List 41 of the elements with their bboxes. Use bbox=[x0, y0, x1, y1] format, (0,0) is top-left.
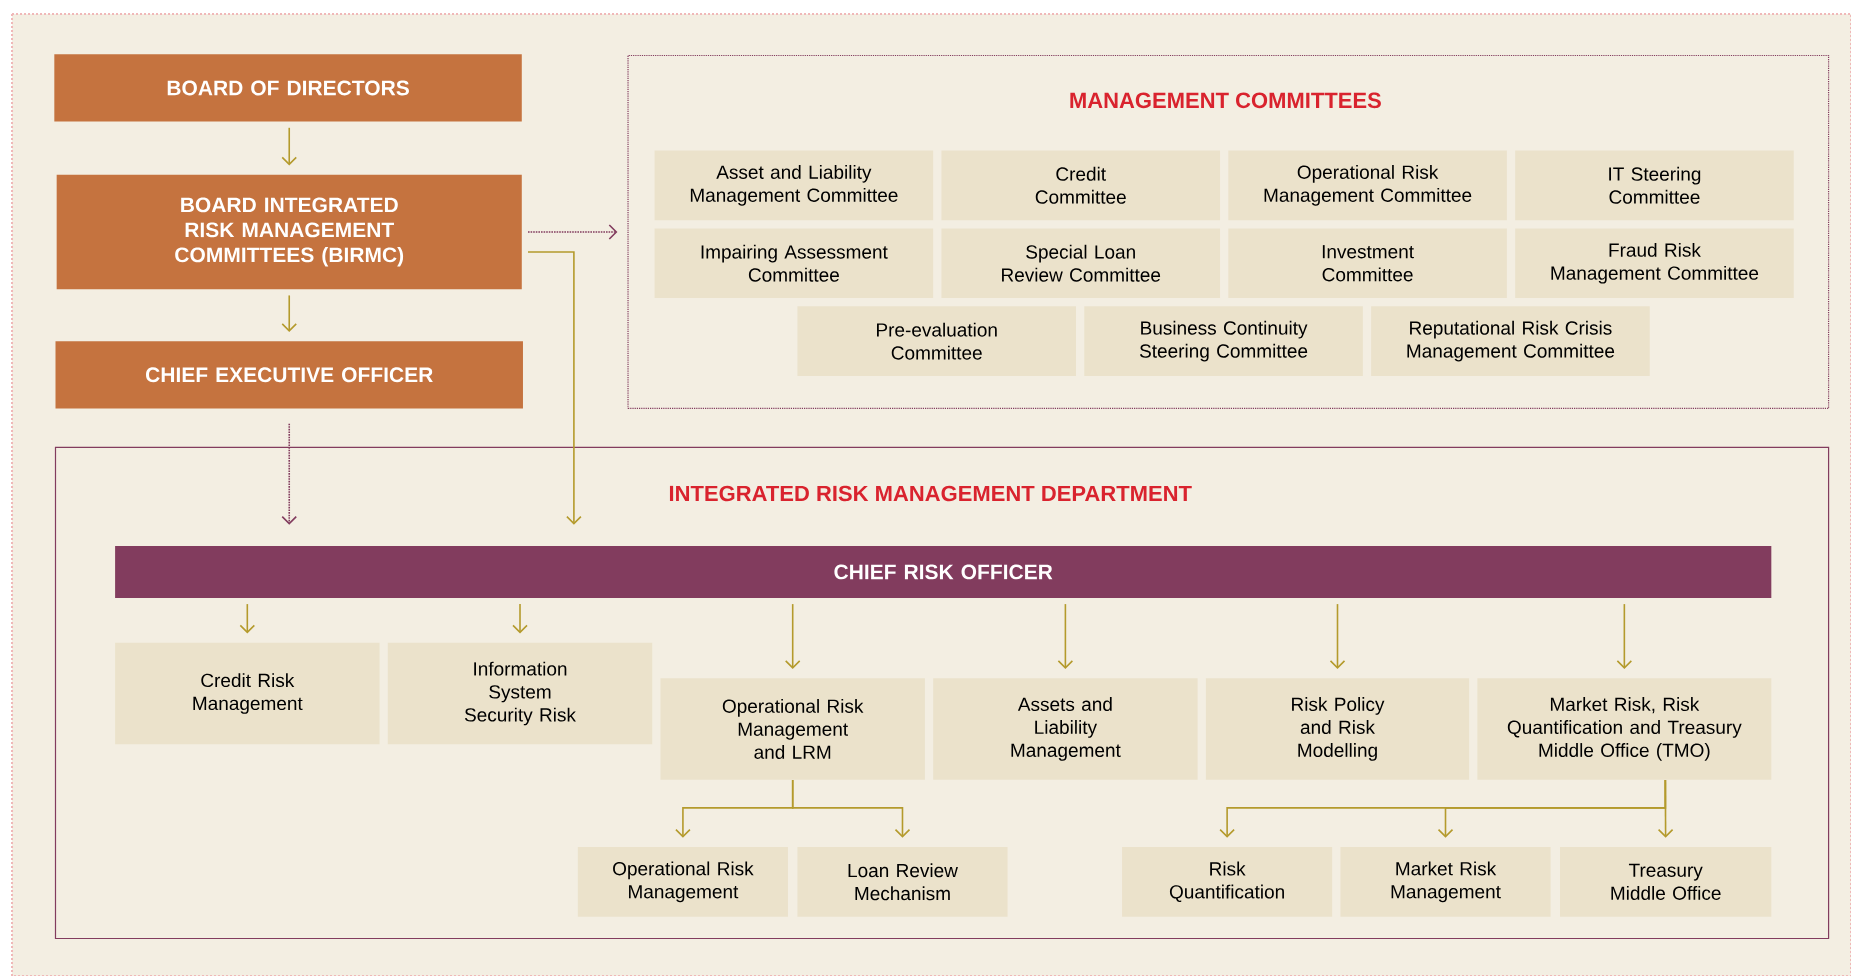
unit-box: Credit Committee bbox=[941, 150, 1221, 221]
unit-box: Business Continuity Steering Committee bbox=[1084, 306, 1363, 376]
panel-heading: INTEGRATED RISK MANAGEMENT DEPARTMENT bbox=[669, 485, 1192, 502]
arrow bbox=[791, 779, 911, 838]
unit-box: Pre-evaluation Committee bbox=[797, 306, 1076, 376]
unit-box: Risk Policy and Risk Modelling bbox=[1205, 678, 1470, 780]
unit-box: Operational Risk Management Committee bbox=[1228, 150, 1507, 221]
title-box: CHIEF EXECUTIVE OFFICER bbox=[55, 341, 523, 409]
arrow bbox=[784, 603, 801, 669]
unit-box: Loan Review Mechanism bbox=[797, 847, 1008, 917]
title-box: BOARD OF DIRECTORS bbox=[54, 54, 522, 122]
unit-box: Credit Risk Management bbox=[115, 642, 380, 745]
unit-box: Market Risk, Risk Quantification and Treasury Middle Office (TMO) bbox=[1477, 678, 1772, 780]
unit-box: Information System Security Risk bbox=[387, 642, 653, 745]
unit-box: Reputational Risk Crisis Management Committee bbox=[1371, 306, 1650, 376]
arrow bbox=[281, 294, 298, 332]
unit-box: Asset and Liability Management Committee bbox=[654, 150, 934, 221]
arrow bbox=[281, 422, 298, 525]
arrow bbox=[239, 603, 256, 634]
unit-box: Operational Risk Management and LRM bbox=[660, 678, 925, 780]
arrow bbox=[1616, 603, 1633, 669]
arrow bbox=[1329, 603, 1346, 669]
unit-box: Risk Quantification bbox=[1122, 847, 1333, 917]
unit-box: Assets and Liability Management bbox=[933, 678, 1198, 780]
arrow bbox=[281, 127, 298, 166]
unit-box: Treasury Middle Office bbox=[1560, 847, 1772, 917]
unit-box: Impairing Assessment Committee bbox=[654, 228, 934, 299]
unit-box: Special Loan Review Committee bbox=[941, 228, 1221, 299]
arrow bbox=[512, 603, 528, 634]
arrow bbox=[527, 251, 582, 525]
title-box: BOARD INTEGRATED RISK MANAGEMENT COMMITTEES (BIRMC) bbox=[56, 174, 522, 290]
unit-box: Operational Risk Management bbox=[577, 847, 788, 917]
arrow bbox=[1057, 603, 1074, 669]
unit-box: Fraud Risk Management Committee bbox=[1515, 228, 1794, 299]
unit-box: Market Risk Management bbox=[1340, 847, 1551, 917]
unit-box: IT Steering Committee bbox=[1515, 150, 1794, 221]
arrow bbox=[1657, 779, 1674, 838]
officer-bar: CHIEF RISK OFFICER bbox=[115, 545, 1772, 598]
panel-heading: MANAGEMENT COMMITTEES bbox=[1070, 92, 1381, 109]
arrow bbox=[527, 224, 618, 240]
unit-box: Investment Committee bbox=[1228, 228, 1507, 299]
